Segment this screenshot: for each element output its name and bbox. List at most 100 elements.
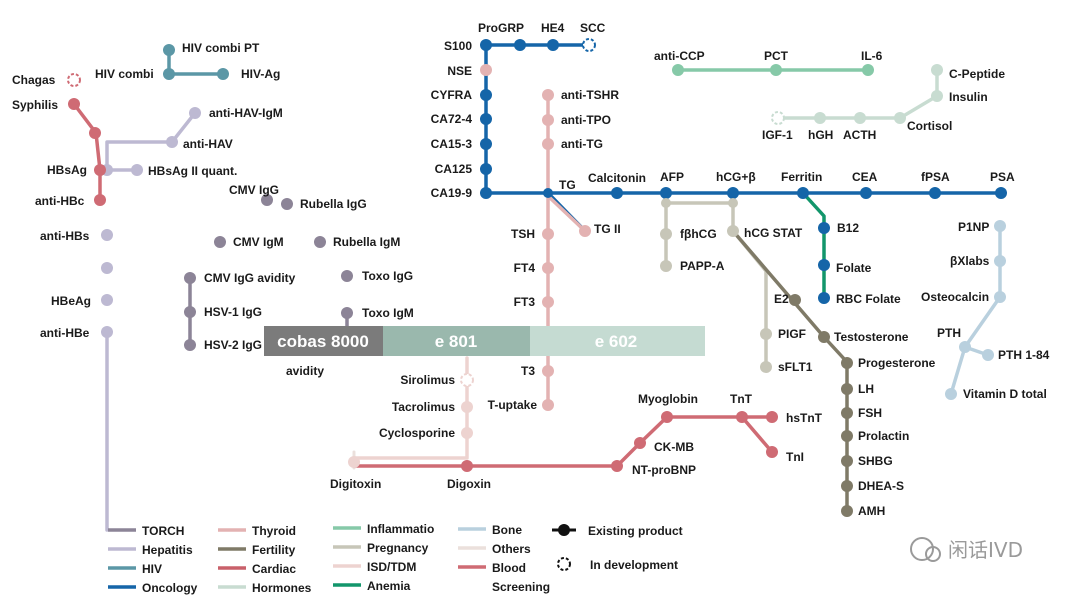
label-progrp: ProGRP [478, 21, 524, 35]
station-cea [860, 187, 872, 199]
label-hiv-ag: HIV-Ag [241, 67, 280, 81]
station-digitoxin [348, 456, 360, 468]
label-insulin: Insulin [949, 90, 988, 104]
label-sirolimus: Sirolimus [400, 373, 455, 387]
label-ca15-3: CA15-3 [431, 137, 473, 151]
station-hbsag [94, 164, 106, 176]
station-toxo-igm [341, 307, 353, 319]
station-nodes [67, 38, 1007, 517]
station-papp-a [660, 260, 672, 272]
station-amh [841, 505, 853, 517]
label-toxo-igg: Toxo IgG [362, 269, 413, 283]
station-acth [854, 112, 866, 124]
station-ca125 [480, 163, 492, 175]
station-vitamin-d [945, 388, 957, 400]
station-prolactin [841, 430, 853, 442]
station-anti-hav [166, 136, 178, 148]
legend: TORCH Hepatitis HIV Oncology Thyroid Fer… [108, 522, 683, 595]
anemia-line [801, 191, 826, 300]
label-hbsag: HBsAg [47, 163, 87, 177]
label-pth-1-84: PTH 1-84 [998, 348, 1050, 362]
label-cmv-igm: CMV IgM [233, 235, 284, 249]
station-b12 [818, 222, 830, 234]
station-cortisol [894, 112, 906, 124]
station-pct [770, 64, 782, 76]
label-hcg-b: hCG+β [716, 170, 756, 184]
legend-development-dot [557, 557, 571, 571]
station-shbg [841, 455, 853, 467]
station-fbhcg [660, 228, 672, 240]
label-hcg-stat: hCG STAT [744, 226, 803, 240]
station-anti-tpo [542, 114, 554, 126]
label-s100: S100 [444, 39, 472, 53]
label-tg-ii: TG II [594, 222, 621, 236]
station-rbc-folate [818, 292, 830, 304]
legend-label-thyroid: Thyroid [252, 524, 296, 538]
label-ck-mb: CK-MB [654, 440, 694, 454]
label-rubella-igg: Rubella IgG [300, 197, 367, 211]
station-progesterone [841, 357, 853, 369]
station-cyfra [480, 89, 492, 101]
label-dhea-s: DHEA-S [858, 479, 904, 493]
label-c-peptide: C-Peptide [949, 67, 1005, 81]
station-anti-ccp [672, 64, 684, 76]
station-lh [841, 383, 853, 395]
label-anti-tshr: anti-TSHR [561, 88, 619, 102]
station-anti-hav-igm [189, 107, 201, 119]
band-e801 [383, 326, 530, 356]
station-nt-probnp [611, 460, 623, 472]
label-progesterone: Progesterone [858, 356, 936, 370]
station-cyclosporine [461, 427, 473, 439]
label-cea: CEA [852, 170, 878, 184]
station-e2 [789, 294, 801, 306]
station-cmv-igm [214, 236, 226, 248]
station-hgh [814, 112, 826, 124]
station-anti-hbc [94, 194, 106, 206]
station-osteocalcin [994, 291, 1006, 303]
station-preg-top [661, 198, 671, 208]
station-sflt1 [760, 361, 772, 373]
label-ft3: FT3 [514, 295, 536, 309]
label-cyfra: CYFRA [431, 88, 473, 102]
station-tg [543, 188, 553, 198]
station-ferritin [797, 187, 809, 199]
station-calcitonin [611, 187, 623, 199]
label-tsh: TSH [511, 227, 535, 241]
station-hstnt [766, 411, 778, 423]
label-hsv1-igg: HSV-1 IgG [204, 305, 262, 319]
legend-label-pregnancy: Pregnancy [367, 541, 429, 555]
band-e801-label: e 801 [435, 332, 478, 351]
label-prolactin: Prolactin [858, 429, 909, 443]
station-hiv-ag [217, 68, 229, 80]
station-anti-tshr [542, 89, 554, 101]
label-he4: HE4 [541, 21, 565, 35]
label-shbg: SHBG [858, 454, 893, 468]
band-e602-label: e 602 [595, 332, 638, 351]
station-hbeag [101, 294, 113, 306]
station-digoxin [461, 460, 473, 472]
watermark-logo-icon [910, 537, 934, 561]
label-tacrolimus: Tacrolimus [392, 400, 455, 414]
label-hsv2-igg: HSV-2 IgG [204, 338, 262, 352]
station-ft3 [542, 296, 554, 308]
bone-line [949, 224, 1002, 396]
label-hgh: hGH [808, 128, 833, 142]
station-psa [995, 187, 1007, 199]
label-hbsag-ii-quant: HBsAg II quant. [148, 164, 237, 178]
legend-label-fertility: Fertility [252, 543, 296, 557]
label-t3: T3 [521, 364, 535, 378]
label-hstnt: hsTnT [786, 411, 823, 425]
label-vitamin-d: Vitamin D total [963, 387, 1047, 401]
station-cmv-igg-avidity [184, 272, 196, 284]
station-dhea-s [841, 480, 853, 492]
station-ca19-9 [480, 187, 492, 199]
legend-label-hiv: HIV [142, 562, 162, 576]
station-hiv-combi-pt [163, 44, 175, 56]
watermark-logo-icon-inner [925, 546, 941, 562]
station-pth [959, 341, 971, 353]
legend-existing-dot [558, 524, 570, 536]
label-tnt: TnT [730, 392, 753, 406]
label-rubella-igm: Rubella IgM [333, 235, 400, 249]
watermark-text: 闲话IVD [948, 538, 1023, 562]
